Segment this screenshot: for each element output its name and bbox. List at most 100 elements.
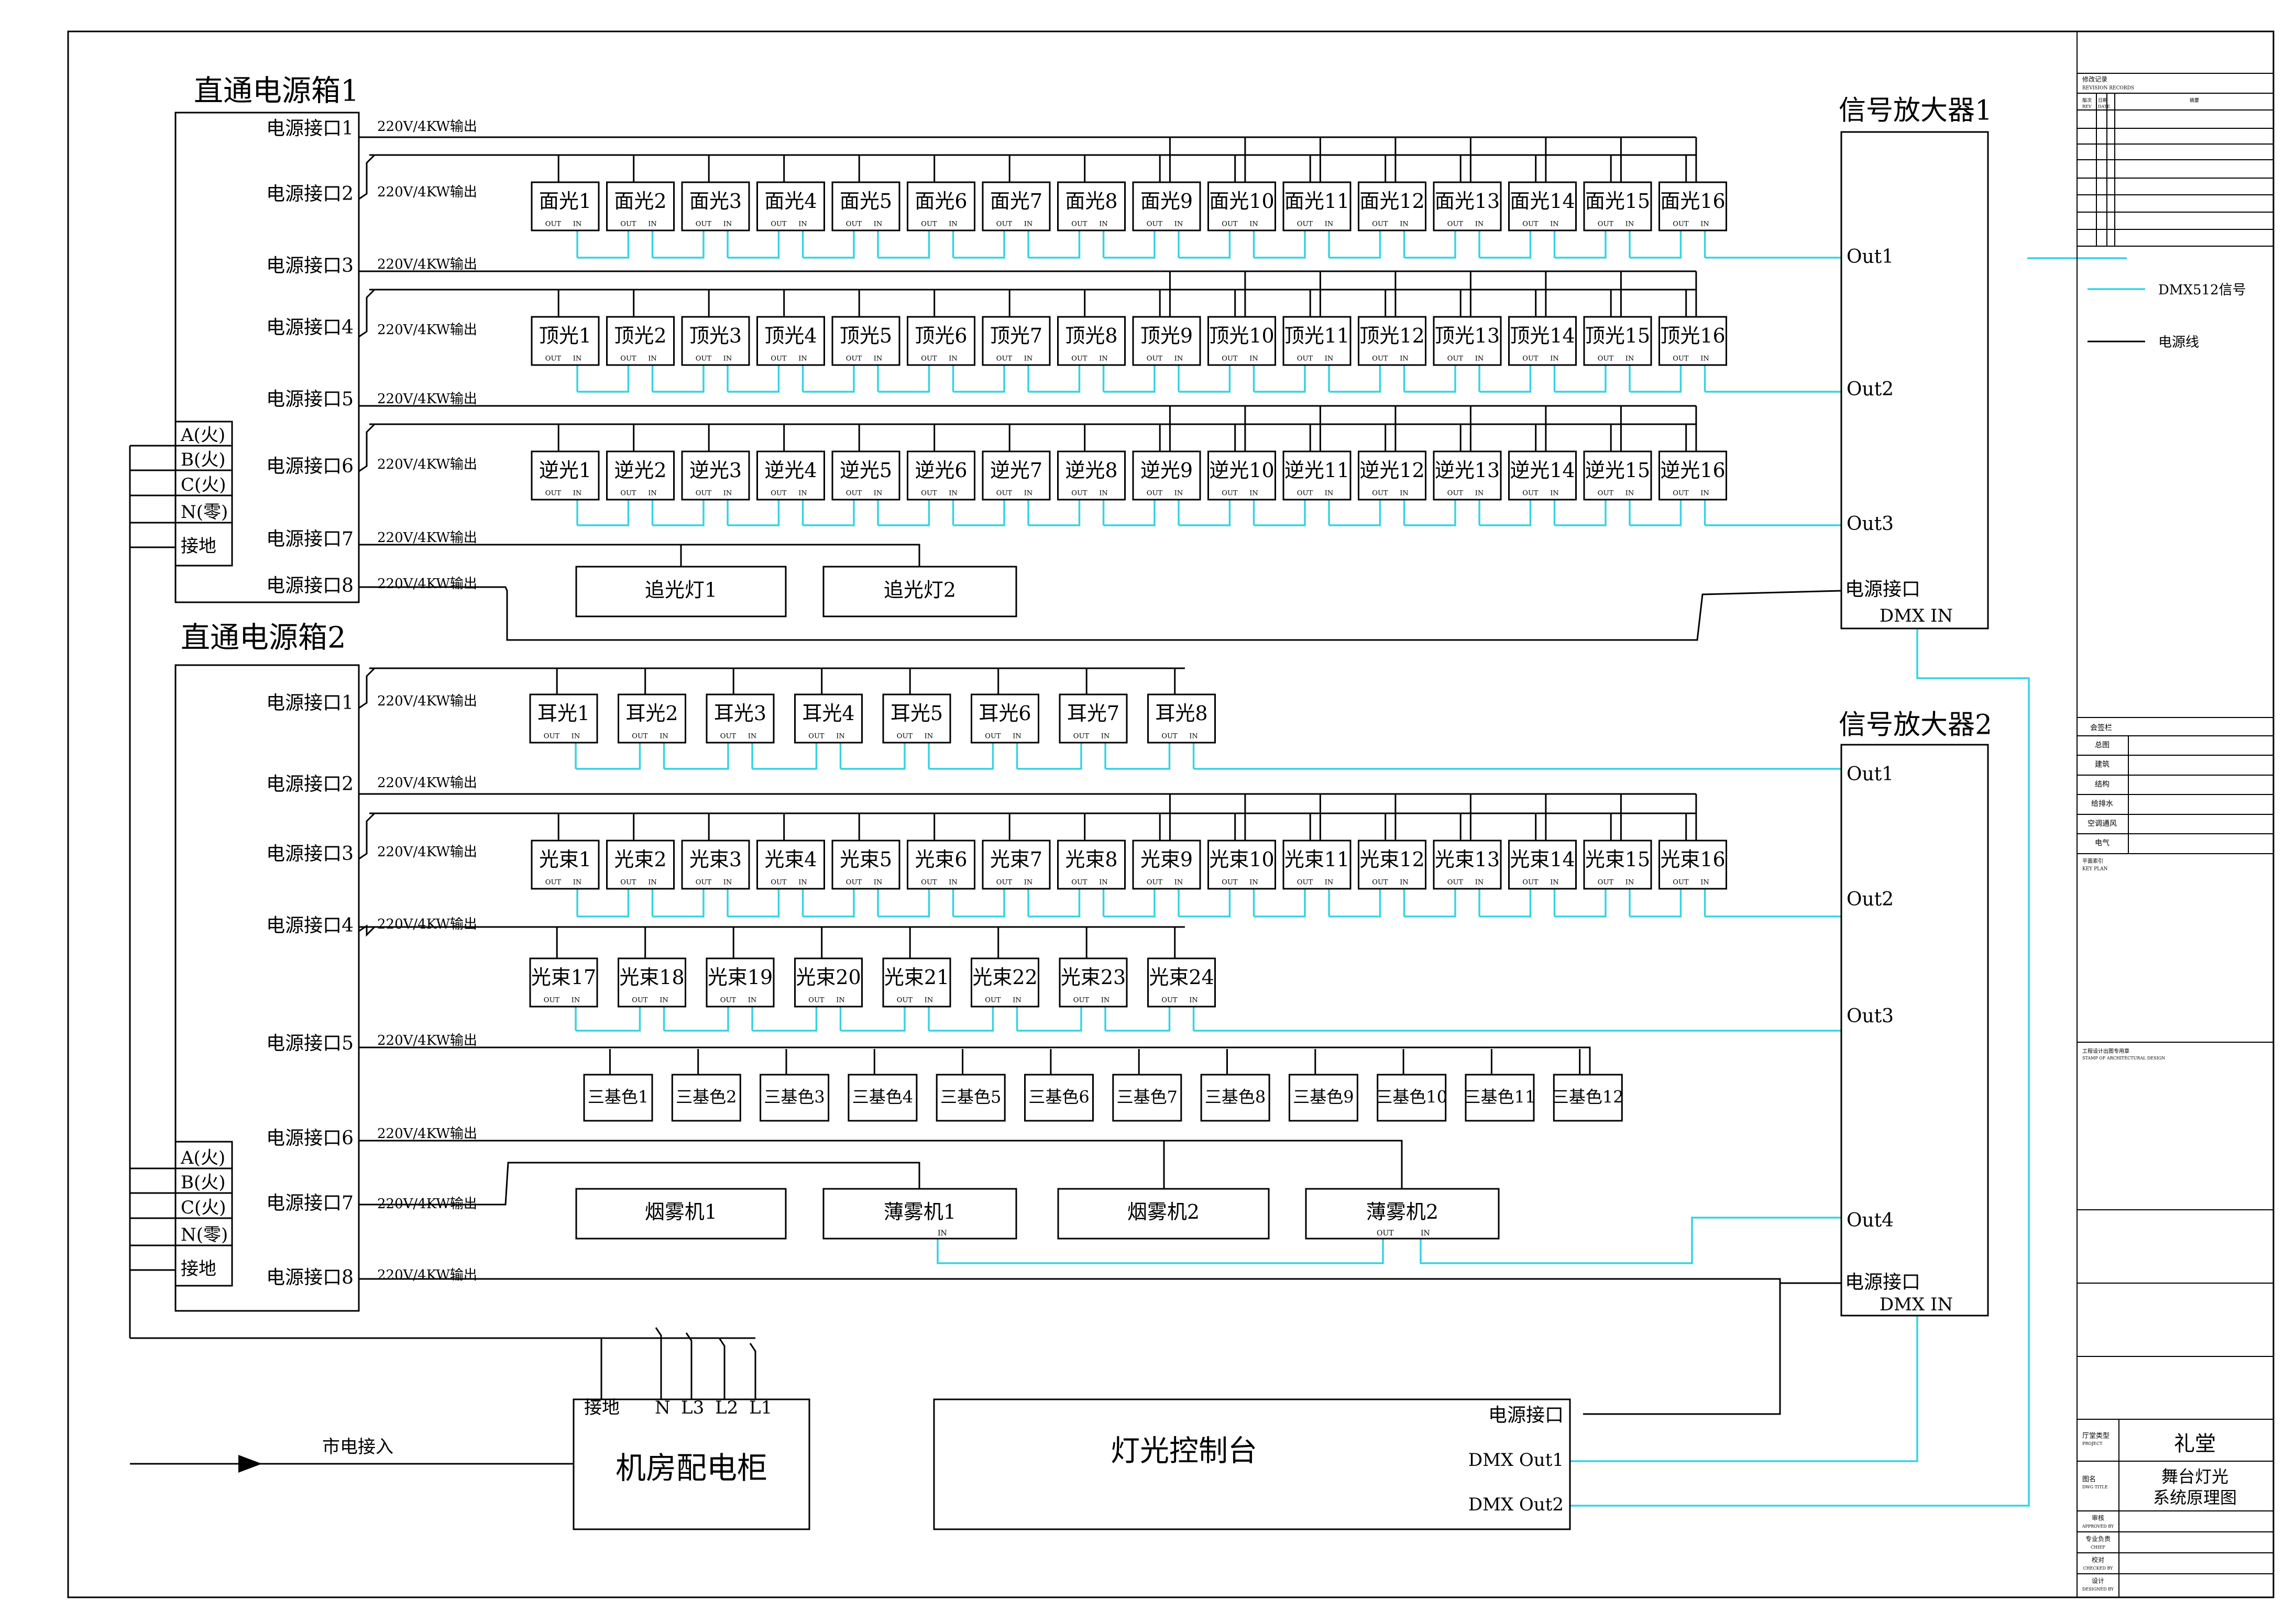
back-light-label: 逆光7 bbox=[990, 459, 1042, 482]
ear-light-out-label: OUT bbox=[897, 733, 913, 741]
beam-light-a-out-label: OUT bbox=[1522, 879, 1539, 887]
back-light-dmx-link bbox=[1179, 500, 1231, 526]
amp-2-power-port: 电源接口 bbox=[1845, 1272, 1920, 1293]
cabinet-terminal: L1 bbox=[749, 1397, 772, 1418]
beam-light-a-in-label: IN bbox=[1174, 879, 1183, 887]
beam-light-a-dmx-link bbox=[1028, 889, 1081, 918]
back-light-label: 逆光15 bbox=[1585, 459, 1650, 482]
rgb-light-box bbox=[1288, 1074, 1358, 1122]
amp-2-dmx-in: DMX IN bbox=[1880, 1294, 1953, 1315]
top-light-dmx-link bbox=[953, 365, 1005, 393]
face-light-dmx-link bbox=[1404, 230, 1456, 259]
back-light-out-label: OUT bbox=[1673, 490, 1689, 498]
back-light-in-label: IN bbox=[1174, 490, 1183, 498]
power-output-label: 220V/4KW输出 bbox=[377, 693, 477, 709]
top-light-dmx-link bbox=[1028, 365, 1081, 393]
top-light-box bbox=[1057, 316, 1126, 366]
beam-light-a-box bbox=[1207, 840, 1276, 890]
face-light-dmx-link bbox=[803, 230, 855, 259]
top-light-label: 顶光3 bbox=[689, 324, 742, 347]
power-output-label: 220V/4KW输出 bbox=[377, 1196, 477, 1212]
power-box-1-title: 直通电源箱1 bbox=[194, 74, 359, 108]
face-light-out-label: OUT bbox=[1447, 220, 1464, 228]
back-light-box bbox=[1658, 450, 1727, 501]
beam-light-a-label: 光束9 bbox=[1140, 848, 1193, 871]
top-light-label: 顶光13 bbox=[1435, 324, 1500, 347]
console-dmx1-to-amp2 bbox=[1570, 1316, 1918, 1462]
beam-light-a-box bbox=[1282, 840, 1352, 890]
beam-light-b-in-label: IN bbox=[1189, 997, 1198, 1004]
top-light-in-label: IN bbox=[723, 355, 732, 363]
back-light-box bbox=[907, 450, 975, 501]
cabinet-phase-wire bbox=[685, 1332, 693, 1399]
top-light-box bbox=[681, 316, 750, 366]
rgb-light-box bbox=[936, 1074, 1006, 1122]
face-light-box bbox=[606, 181, 675, 231]
beam-light-a-out-label: OUT bbox=[771, 879, 787, 887]
face-light-in-label: IN bbox=[874, 220, 883, 228]
back-light-box bbox=[1132, 450, 1201, 501]
face-light-box bbox=[1282, 181, 1352, 231]
beam-light-b-label: 光束21 bbox=[884, 966, 949, 989]
beam-light-a-box bbox=[1658, 840, 1727, 890]
approval-sub: APPROVED BY bbox=[2082, 1524, 2114, 1529]
face-light-in-label: IN bbox=[648, 220, 657, 228]
beam-light-b-in-label: IN bbox=[1013, 997, 1021, 1004]
beam-light-a-dmx-link bbox=[577, 889, 630, 918]
beam-light-b-out-label: OUT bbox=[1161, 997, 1178, 1004]
back-light-in-label: IN bbox=[1550, 490, 1559, 498]
beam-light-a-dmx-link bbox=[1179, 889, 1231, 918]
face-light-dmx-link bbox=[1479, 230, 1532, 259]
beam-light-a-in-label: IN bbox=[1325, 879, 1334, 887]
back-light-box bbox=[681, 450, 750, 501]
back-light-in-label: IN bbox=[1700, 490, 1709, 498]
top-light-out-label: OUT bbox=[1598, 355, 1614, 363]
face-light-out-label: OUT bbox=[1522, 220, 1539, 228]
amp-2-title: 信号放大器2 bbox=[1839, 710, 1992, 741]
beam-light-b-dmx-link bbox=[840, 1007, 906, 1032]
amp-1 bbox=[1840, 131, 1989, 630]
face-light-out-label: OUT bbox=[545, 220, 562, 228]
amp-1-title: 信号放大器1 bbox=[1839, 95, 1992, 127]
fx-machine-box bbox=[1305, 1188, 1500, 1240]
face-light-label: 面光2 bbox=[614, 190, 666, 213]
top-light-in-label: IN bbox=[1024, 355, 1033, 363]
face-light-label: 面光5 bbox=[840, 190, 892, 213]
rgb-light-label: 三基色5 bbox=[940, 1087, 1001, 1107]
face-light-out-label: OUT bbox=[771, 220, 787, 228]
back-light-dmx-link bbox=[1404, 500, 1456, 526]
back-light-label: 逆光9 bbox=[1140, 459, 1193, 482]
fx-machine-label: 薄雾机1 bbox=[884, 1200, 956, 1223]
top-light-dmx-link bbox=[1404, 365, 1456, 393]
top-light-out-label: OUT bbox=[1522, 355, 1539, 363]
beam-light-b-in-label: IN bbox=[1101, 997, 1110, 1004]
beam-light-b-dmx-link bbox=[664, 1007, 729, 1032]
beam-light-a-box bbox=[606, 840, 675, 890]
rgb-light-label: 三基色11 bbox=[1464, 1087, 1536, 1107]
back-light-out-label: OUT bbox=[545, 490, 562, 498]
beam-light-a-label: 光束10 bbox=[1209, 848, 1274, 871]
beam-light-b-out-label: OUT bbox=[808, 997, 825, 1004]
back-light-in-label: IN bbox=[1325, 490, 1334, 498]
power-output-label: 220V/4KW输出 bbox=[377, 917, 477, 932]
beam-light-a-in-label: IN bbox=[648, 879, 657, 887]
face-light-dmx-link bbox=[1028, 230, 1081, 259]
rev-col-sub: REV bbox=[2082, 104, 2092, 109]
beam-light-a-label: 光束6 bbox=[915, 848, 967, 871]
face-light-label: 面光6 bbox=[915, 190, 967, 213]
power-box-1-phase: 接地 bbox=[181, 536, 216, 557]
back-light-box bbox=[1508, 450, 1577, 501]
face-light-out-label: OUT bbox=[846, 220, 862, 228]
mains-label: 市电接入 bbox=[322, 1437, 393, 1458]
beam-light-a-out-label: OUT bbox=[696, 879, 712, 887]
back-light-dmx-link bbox=[1630, 500, 1682, 526]
ear-light-in-label: IN bbox=[836, 733, 845, 741]
face-light-power-feed bbox=[358, 154, 376, 200]
top-light-dmx-link bbox=[652, 365, 705, 393]
top-light-label: 顶光11 bbox=[1284, 324, 1349, 347]
beam-light-a-label: 光束4 bbox=[764, 848, 817, 871]
top-light-box bbox=[1658, 316, 1727, 366]
rgb-light-label: 三基色3 bbox=[764, 1087, 825, 1107]
beam-light-a-in-label: IN bbox=[1550, 879, 1559, 887]
beam-light-a-out-label: OUT bbox=[1447, 879, 1464, 887]
